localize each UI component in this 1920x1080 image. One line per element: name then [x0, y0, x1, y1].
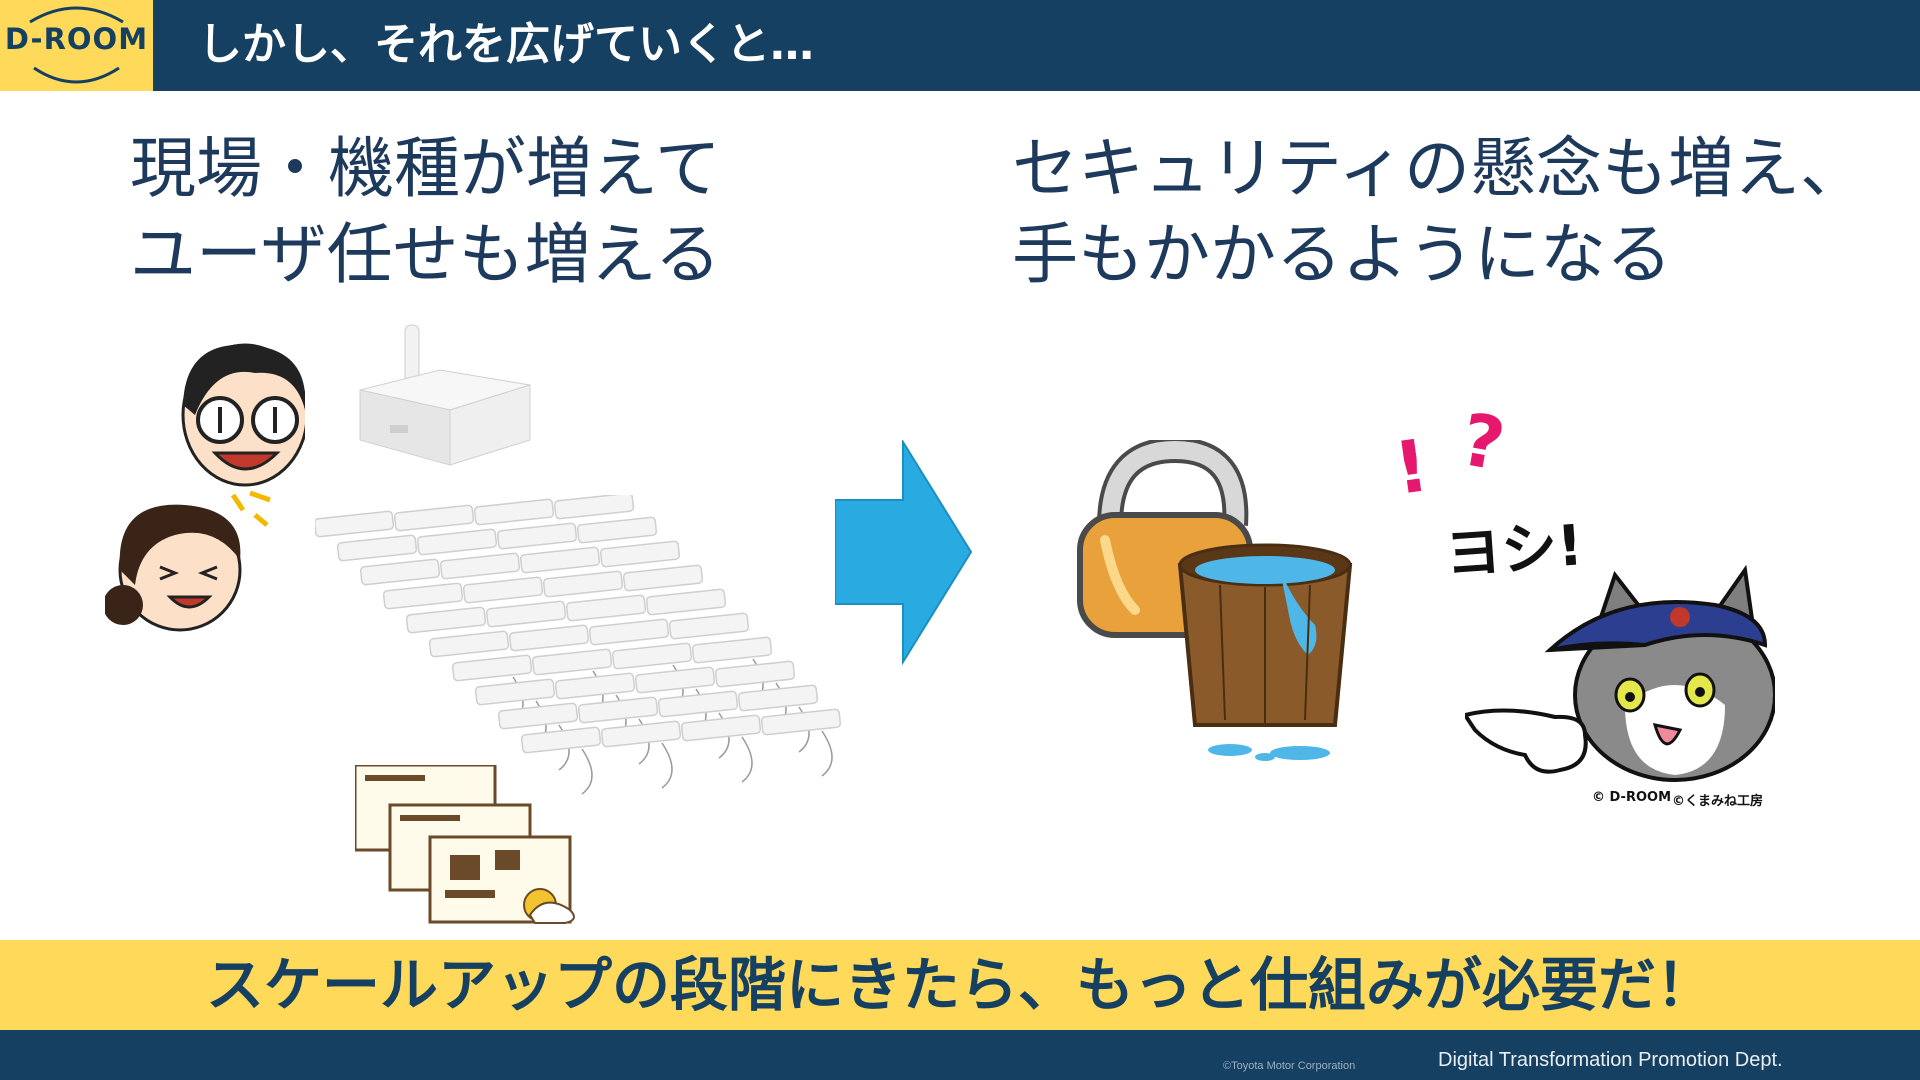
- sensor-stick: [588, 618, 670, 646]
- sensor-cable: [661, 742, 673, 789]
- slide-header: D-ROOM しかし、それを広げていくと…: [0, 0, 1920, 91]
- sensor-stick: [565, 594, 647, 622]
- sensor-cable: [798, 706, 810, 753]
- conclusion-banner: スケールアップの段階にきたら、もっと仕組みが必要だ！: [0, 940, 1920, 1030]
- sensor-stick: [600, 720, 682, 748]
- sensor-stick: [760, 708, 842, 736]
- department-name: Digital Transformation Promotion Dept.: [1438, 1049, 1783, 1071]
- sensor-stick: [657, 690, 739, 718]
- sensor-stick: [508, 624, 590, 652]
- sensor-stick: [542, 570, 624, 598]
- d-room-logo: D-ROOM: [0, 0, 153, 91]
- sensor-stick: [382, 582, 464, 610]
- sensor-stick: [622, 564, 704, 592]
- sensor-stick: [576, 516, 658, 544]
- page-title: しかし、それを広げていくと…: [198, 19, 814, 70]
- logo-ring-icon: [29, 6, 124, 84]
- sensor-stick: [462, 576, 544, 604]
- sensor-stick: [577, 696, 659, 724]
- gateway-icon: [359, 324, 531, 466]
- sensor-stick: [315, 510, 395, 538]
- pointing-cat-icon: [1465, 564, 1775, 782]
- sensor-stick: [405, 606, 487, 634]
- banner-text: スケールアップの段階にきたら、もっと仕組みが必要だ！: [205, 951, 1714, 1019]
- sensor-stick: [599, 540, 681, 568]
- sensor-stick: [553, 495, 635, 520]
- sensor-stick: [428, 630, 510, 658]
- sensor-stick: [393, 504, 475, 532]
- sensor-cable: [558, 724, 570, 771]
- sensor-stick: [520, 726, 602, 754]
- sensor-stick: [336, 534, 418, 562]
- credit-kumamine: ©くまみね工房: [1672, 794, 1764, 809]
- right-heading: セキュリティの懸念も増え、 手もかかるようになる: [1012, 126, 1866, 298]
- sensor-cable: [581, 748, 593, 795]
- sensor-stick: [531, 648, 613, 676]
- sensor-stick: [496, 522, 578, 550]
- sensor-stick: [485, 600, 567, 628]
- people-icon: [105, 343, 305, 632]
- logo-text: D-ROOM: [4, 22, 149, 56]
- sensor-stick: [668, 612, 750, 640]
- right-heading-line2: 手もかかるようになる: [1012, 216, 1672, 293]
- sensor-stick: [634, 666, 716, 694]
- sensor-stick: [359, 558, 441, 586]
- sensor-stick: [714, 660, 796, 688]
- sensor-stick: [645, 588, 727, 616]
- sensor-stick: [737, 684, 819, 712]
- sensor-array-icon: [315, 495, 842, 795]
- circuit-board-icon: [355, 765, 575, 924]
- sensor-stick: [439, 552, 521, 580]
- sensor-cable: [741, 736, 753, 783]
- sensor-stick: [473, 498, 555, 526]
- slide-footer: ©Toyota Motor Corporation Digital Transf…: [0, 1030, 1920, 1080]
- question-mark: ?: [1455, 397, 1511, 487]
- sensor-cable: [718, 712, 730, 759]
- sensor-stick: [691, 636, 773, 664]
- sensor-stick: [611, 642, 693, 670]
- arrow-right-icon: [835, 440, 973, 665]
- credit-droom: © D-ROOM: [1592, 790, 1672, 805]
- sensor-stick: [519, 546, 601, 574]
- leaking-bucket-icon: [1177, 543, 1353, 761]
- exclaim-mark: !: [1389, 423, 1434, 511]
- left-heading: 現場・機種が増えて ユーザ任せも増える: [130, 126, 721, 298]
- sensor-stick: [680, 714, 762, 742]
- left-heading-line2: ユーザ任せも増える: [130, 216, 721, 293]
- sensor-stick: [416, 528, 498, 556]
- sensor-stick: [554, 672, 636, 700]
- right-heading-line1: セキュリティの懸念も増え、: [1012, 130, 1867, 207]
- sensor-cable: [821, 730, 833, 777]
- sensor-stick: [497, 702, 579, 730]
- sensor-cable: [638, 718, 650, 765]
- left-heading-line1: 現場・機種が増えて: [130, 130, 721, 207]
- sensor-stick: [474, 678, 556, 706]
- copyright-text: ©Toyota Motor Corporation: [1223, 1060, 1356, 1072]
- sensor-stick: [451, 654, 533, 682]
